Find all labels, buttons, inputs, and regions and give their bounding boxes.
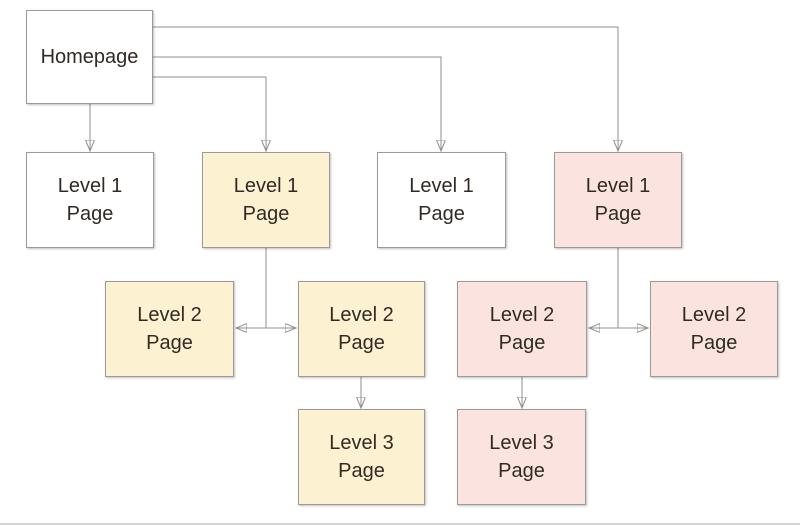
node-level1-page-1-label: Level 1 Page [57,175,123,225]
node-level1-page-3: Level 1 Page [377,152,506,248]
node-level3-page-2: Level 3 Page [457,409,586,505]
connector-homepage-level1-4 [153,26,618,151]
node-level2-page-4-label: Level 2 Page [681,304,747,354]
node-level3-page-2-label: Level 3 Page [489,432,554,482]
node-homepage-label: Homepage [40,46,139,68]
node-level2-page-1: Level 2 Page [105,281,234,377]
node-level3-page-1: Level 3 Page [298,409,425,505]
node-level2-page-3: Level 2 Page [457,281,587,377]
canvas-bottom-edge [0,523,800,525]
connector-homepage-level1-3 [153,56,441,151]
node-level1-page-1: Level 1 Page [26,152,154,248]
node-level1-page-4-label: Level 1 Page [585,175,651,225]
node-level2-page-2: Level 2 Page [298,281,425,377]
node-level1-page-3-label: Level 1 Page [409,175,474,225]
node-level1-page-2: Level 1 Page [202,152,330,248]
node-level2-page-2-label: Level 2 Page [329,304,394,354]
node-level1-page-2-label: Level 1 Page [233,175,299,225]
node-level3-page-1-label: Level 3 Page [329,432,394,482]
node-level2-page-3-label: Level 2 Page [489,304,555,354]
node-level1-page-4: Level 1 Page [554,152,682,248]
node-homepage: Homepage [26,10,153,104]
connector-homepage-level1-2 [153,76,266,151]
node-level2-page-1-label: Level 2 Page [137,304,202,354]
node-level2-page-4: Level 2 Page [650,281,778,377]
